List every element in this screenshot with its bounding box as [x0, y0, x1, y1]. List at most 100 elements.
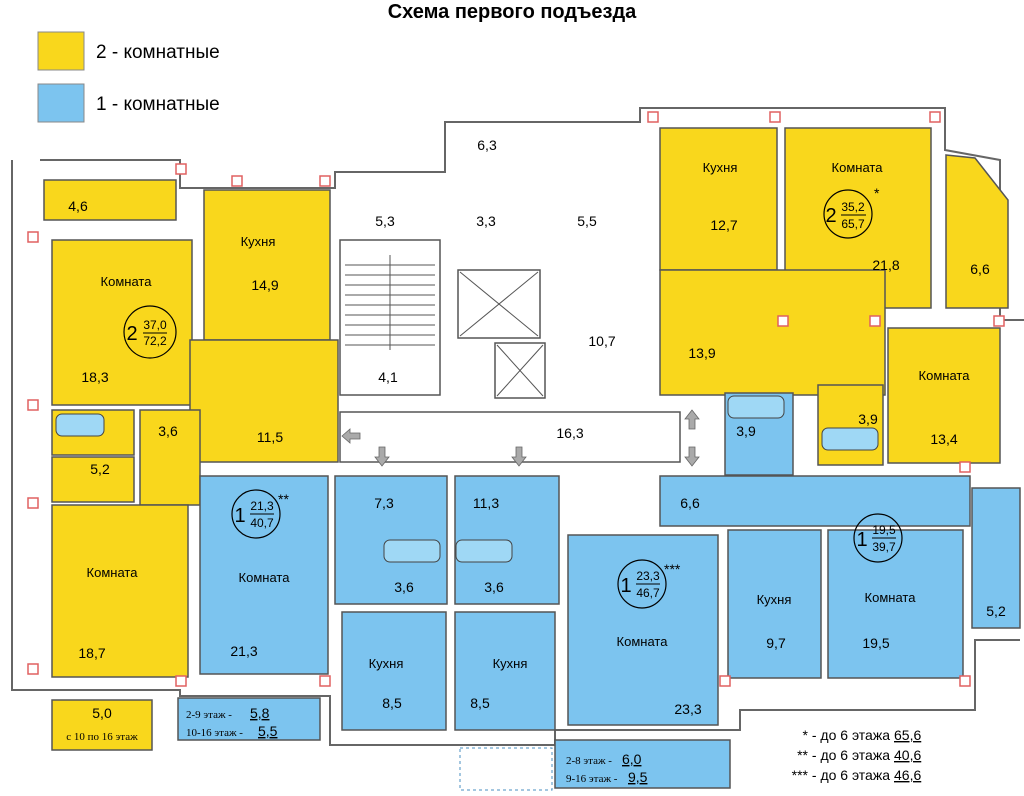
- area-label: 14,9: [251, 277, 278, 293]
- footnote-label: * - до 6 этажа: [803, 727, 891, 743]
- bathtub-icon: [55, 413, 105, 437]
- area-label: 13,9: [688, 345, 715, 361]
- area-label: 6,6: [680, 495, 700, 511]
- room-blue-d: [567, 534, 719, 726]
- area-label: 11,5: [257, 429, 283, 445]
- legend: 2 - комнатные 1 - комнатные: [37, 31, 220, 123]
- area-label: 9,7: [766, 635, 786, 651]
- apartment-badge: 2 35,2 65,7 *: [823, 185, 880, 239]
- apartment-badges: 2 37,0 72,2 2 35,2 65,7 * 1 21,3 40,7 **…: [123, 185, 903, 609]
- stair-lines: [345, 255, 544, 397]
- arrow-down-icon: [684, 446, 700, 467]
- footnote-value: 46,6: [894, 767, 921, 783]
- area-labels: 4,6 Кухня 14,9 Комната 18,3 3,6 5,2 11,5…: [66, 137, 1006, 743]
- area-label: 3,6: [394, 579, 414, 595]
- wall-markers: [27, 111, 1005, 687]
- balcony-left-bottom: [51, 699, 153, 751]
- balcony-dashed: [459, 747, 553, 791]
- area-label: 3,9: [736, 423, 756, 439]
- area-label: 5,5: [577, 213, 597, 229]
- area-label: 10,7: [588, 333, 615, 349]
- rooms-count: 2: [126, 323, 137, 345]
- kitchen-right: [659, 127, 778, 271]
- area-label: 5,3: [375, 213, 395, 229]
- footnotes: * - до 6 этажа 65,6 ** - до 6 этажа 40,6…: [792, 727, 922, 783]
- apartment-badge: 1 23,3 46,7 ***: [617, 559, 681, 609]
- room-label: Комната: [87, 565, 139, 580]
- room-label: Комната: [617, 634, 669, 649]
- rooms-count: 1: [620, 575, 631, 597]
- footnote-mark: ***: [664, 561, 681, 577]
- balcony-note-label: 2-8 этаж -: [566, 755, 612, 767]
- area-label: 8,5: [382, 695, 402, 711]
- balcony-blue-a: [177, 697, 321, 741]
- balcony-note-label: 9-16 этаж -: [566, 773, 618, 785]
- room-label: Комната: [832, 160, 884, 175]
- area-label: 4,6: [68, 198, 88, 214]
- living-area: 35,2: [841, 200, 865, 214]
- area-label: 6,6: [970, 261, 990, 277]
- arrow-down-icon: [374, 446, 390, 467]
- apartment-right-two-room: [659, 127, 1009, 466]
- balcony-note-value: 6,0: [622, 751, 642, 767]
- apartment-one-room-e: [659, 392, 1021, 679]
- area-label: 3,6: [158, 423, 178, 439]
- kitchen-blue-e: [727, 529, 822, 679]
- kitchen-label: Кухня: [757, 592, 792, 607]
- rooms-count: 1: [234, 505, 245, 527]
- living-area: 21,3: [250, 499, 274, 513]
- apartment-one-room-a: [177, 475, 329, 741]
- total-area: 46,7: [636, 586, 660, 600]
- arrow-icons: [341, 409, 700, 467]
- hall-blue-e: [659, 475, 971, 527]
- apartment-badge: 2 37,0 72,2: [123, 305, 177, 359]
- balcony-blue-d: [554, 739, 731, 789]
- kitchen-left: [203, 189, 331, 341]
- footnote-label: ** - до 6 этажа: [797, 747, 890, 763]
- rooms-count: 1: [856, 529, 867, 551]
- room-blue-a: [199, 475, 329, 675]
- arrow-up-icon: [684, 409, 700, 430]
- area-label: 19,5: [862, 635, 889, 651]
- balcony-note: с 10 по 16 этаж: [66, 731, 138, 743]
- balcony-left-top: [43, 179, 177, 221]
- apartment-one-room-c: [454, 475, 560, 731]
- room-label: Комната: [101, 274, 153, 289]
- area-label: 3,6: [484, 579, 504, 595]
- total-area: 65,7: [841, 217, 865, 231]
- room-right-mid: [887, 327, 1001, 464]
- common-corridor: [339, 411, 681, 463]
- bathtub-icon: [383, 539, 441, 563]
- apartment-badge: 1 21,3 40,7 **: [231, 489, 289, 539]
- balcony-note-value: 9,5: [628, 769, 648, 785]
- bathtub-icon: [727, 395, 785, 419]
- common-area: [339, 239, 681, 463]
- hall-left: [189, 339, 339, 463]
- arrow-left-icon: [341, 428, 361, 444]
- bathtub-icon: [821, 427, 879, 451]
- rooms-count: 2: [825, 205, 836, 227]
- footnote-value: 40,6: [894, 747, 921, 763]
- page-title: Схема первого подъезда: [388, 1, 637, 23]
- living-area: 37,0: [143, 318, 167, 332]
- apartment-left-two-room: [43, 179, 339, 751]
- bathtub-icon: [455, 539, 513, 563]
- bath-left-b: [51, 456, 135, 503]
- kitchen-label: Кухня: [493, 656, 528, 671]
- footnote-mark: *: [874, 185, 880, 201]
- living-area: 19,5: [872, 523, 896, 537]
- bathtub-icons: [55, 395, 879, 563]
- balcony-notes: 2-9 этаж - 5,8 10-16 этаж - 5,5 2-8 этаж…: [186, 705, 648, 785]
- area-label: 3,9: [858, 411, 878, 427]
- total-area: 39,7: [872, 540, 896, 554]
- apartment-badge: 1 19,5 39,7: [853, 513, 903, 563]
- kitchen-blue-b: [341, 611, 447, 731]
- legend-label-two-room: 2 - комнатные: [96, 42, 220, 63]
- kitchen-label: Кухня: [703, 160, 738, 175]
- room-label: Комната: [919, 368, 971, 383]
- area-label: 18,3: [81, 369, 108, 385]
- balcony-note-label: 2-9 этаж -: [186, 709, 232, 721]
- area-label: 7,3: [374, 495, 394, 511]
- balcony-note-value: 5,5: [258, 723, 278, 739]
